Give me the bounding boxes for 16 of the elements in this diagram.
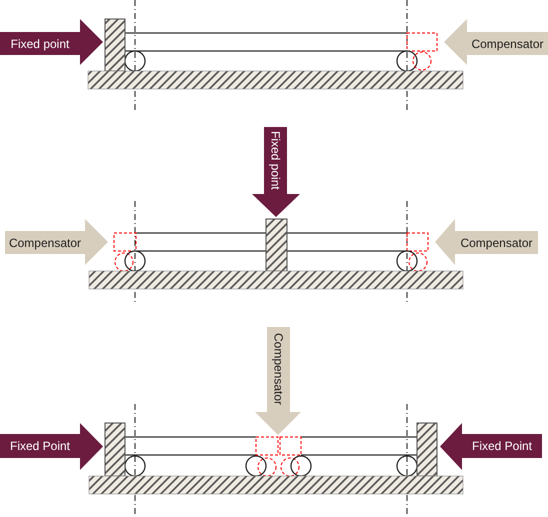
- block-arrow: [0, 19, 103, 65]
- block-arrow: [255, 327, 301, 435]
- arrow-label: Fixed Point: [472, 439, 532, 453]
- block-arrow: [252, 127, 300, 217]
- arrow-label: Fixed point: [10, 36, 70, 50]
- block-arrow: [0, 423, 103, 470]
- arrow-label: Compensator: [8, 236, 82, 250]
- arrow-label: Compensator: [272, 333, 286, 406]
- block-arrow: [444, 19, 548, 65]
- block-arrow: [435, 219, 538, 265]
- arrow-label: Compensator: [460, 236, 533, 250]
- arrow-label: Fixed Point: [10, 439, 70, 453]
- block-arrow: [5, 219, 108, 265]
- arrow-label: Compensator: [471, 36, 544, 50]
- block-arrow: [440, 423, 542, 470]
- arrow-label: Fixed point: [268, 131, 282, 190]
